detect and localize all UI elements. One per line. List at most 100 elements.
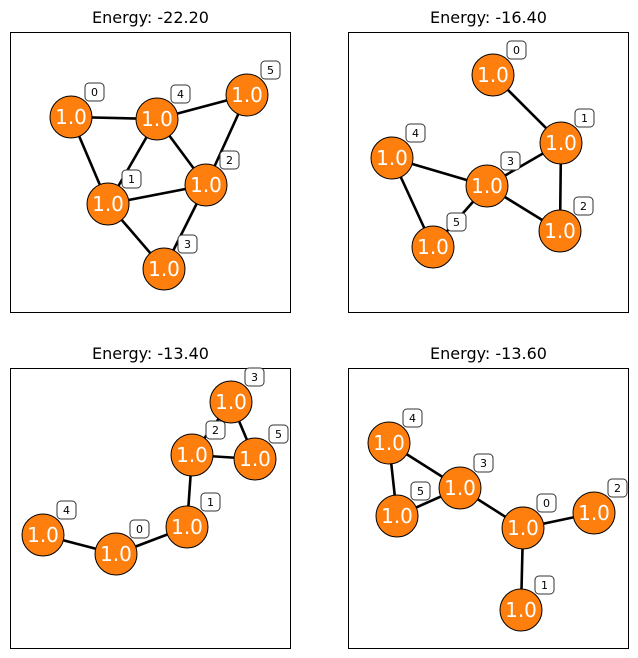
panel-title: Energy: -13.40 xyxy=(92,344,209,363)
node-id-label: 2 xyxy=(212,424,219,437)
node-value: 1.0 xyxy=(471,174,503,198)
node-id-label: 2 xyxy=(580,200,587,213)
node-circle xyxy=(49,95,93,139)
node-id-label: 5 xyxy=(275,428,282,441)
graph-node-0: 1.00 xyxy=(501,493,557,550)
node-circle xyxy=(538,209,582,253)
node-value: 1.0 xyxy=(444,476,476,500)
graph-node-2: 1.02 xyxy=(184,150,240,207)
node-id-badge xyxy=(129,519,150,539)
node-id-label: 2 xyxy=(226,154,233,167)
node-id-label: 1 xyxy=(541,579,548,592)
node-id-label: 2 xyxy=(614,482,621,495)
node-id-label: 5 xyxy=(453,216,460,229)
node-id-badge xyxy=(177,234,198,254)
node-id-label: 1 xyxy=(128,173,135,186)
node-id-badge xyxy=(121,169,142,189)
node-circle xyxy=(501,506,545,550)
node-id-badge xyxy=(473,453,494,473)
graph-node-3: 1.03 xyxy=(209,367,265,424)
node-value: 1.0 xyxy=(239,447,271,471)
node-value: 1.0 xyxy=(55,105,87,129)
node-circle xyxy=(572,491,616,535)
node-id-badge xyxy=(536,493,557,513)
node-id-label: 3 xyxy=(184,238,191,251)
node-id-badge xyxy=(506,40,527,60)
node-circle xyxy=(233,437,277,481)
node-id-badge xyxy=(446,212,467,232)
node-circle xyxy=(411,225,455,269)
graph-node-4: 1.04 xyxy=(135,84,191,141)
panel-title: Energy: -16.40 xyxy=(430,8,547,27)
graph-node-1: 1.01 xyxy=(539,108,595,165)
node-value: 1.0 xyxy=(141,107,173,131)
node-id-badge xyxy=(84,82,105,102)
node-value: 1.0 xyxy=(148,257,180,281)
node-id-label: 3 xyxy=(480,457,487,470)
graph-node-5: 1.05 xyxy=(225,60,281,117)
node-id-badge xyxy=(56,500,77,520)
node-id-badge xyxy=(607,478,628,498)
node-value: 1.0 xyxy=(545,131,577,155)
node-value: 1.0 xyxy=(373,431,405,455)
node-id-badge xyxy=(405,123,426,143)
graph-svg: 1.001.011.021.031.041.05 xyxy=(367,408,628,632)
node-id-label: 1 xyxy=(581,112,588,125)
node-circle xyxy=(370,136,414,180)
node-id-label: 4 xyxy=(177,88,184,101)
node-circle xyxy=(539,121,583,165)
graph-node-4: 1.04 xyxy=(370,123,426,180)
node-value: 1.0 xyxy=(100,542,132,566)
node-value: 1.0 xyxy=(231,83,263,107)
graph-node-5: 1.05 xyxy=(375,481,431,538)
graph-node-2: 1.02 xyxy=(538,196,594,253)
node-id-badge xyxy=(244,367,265,387)
node-circle xyxy=(209,380,253,424)
node-id-badge xyxy=(260,60,281,80)
node-value: 1.0 xyxy=(578,501,610,525)
graph-node-0: 1.00 xyxy=(49,82,105,139)
node-id-label: 1 xyxy=(207,496,214,509)
graph-node-0: 1.00 xyxy=(471,40,527,97)
node-id-badge xyxy=(268,424,289,444)
node-circle xyxy=(135,97,179,141)
graph-node-3: 1.03 xyxy=(465,151,521,208)
node-value: 1.0 xyxy=(505,598,537,622)
node-id-label: 3 xyxy=(507,155,514,168)
graph-node-2: 1.02 xyxy=(572,478,628,535)
node-value: 1.0 xyxy=(92,192,124,216)
node-value: 1.0 xyxy=(27,523,59,547)
node-circle xyxy=(225,73,269,117)
node-circle xyxy=(465,164,509,208)
node-value: 1.0 xyxy=(190,173,222,197)
graph-node-1: 1.01 xyxy=(165,492,221,549)
node-id-badge xyxy=(402,408,423,428)
node-value: 1.0 xyxy=(544,219,576,243)
node-circle xyxy=(367,421,411,465)
node-id-label: 5 xyxy=(267,64,274,77)
node-id-label: 4 xyxy=(63,504,70,517)
graph-node-0: 1.00 xyxy=(94,519,150,576)
graph-node-1: 1.01 xyxy=(499,575,555,632)
node-circle xyxy=(438,466,482,510)
graph-node-3: 1.03 xyxy=(142,234,198,291)
graph-svg: 1.001.011.021.031.041.05 xyxy=(370,40,595,269)
node-id-badge xyxy=(534,575,555,595)
node-circle xyxy=(165,505,209,549)
node-value: 1.0 xyxy=(376,146,408,170)
node-circle xyxy=(94,532,138,576)
node-id-label: 3 xyxy=(251,371,258,384)
node-id-label: 5 xyxy=(417,485,424,498)
node-id-badge xyxy=(574,108,595,128)
node-id-badge xyxy=(205,420,226,440)
node-circle xyxy=(375,494,419,538)
graph-node-4: 1.04 xyxy=(21,500,77,557)
graph-node-5: 1.05 xyxy=(233,424,289,481)
